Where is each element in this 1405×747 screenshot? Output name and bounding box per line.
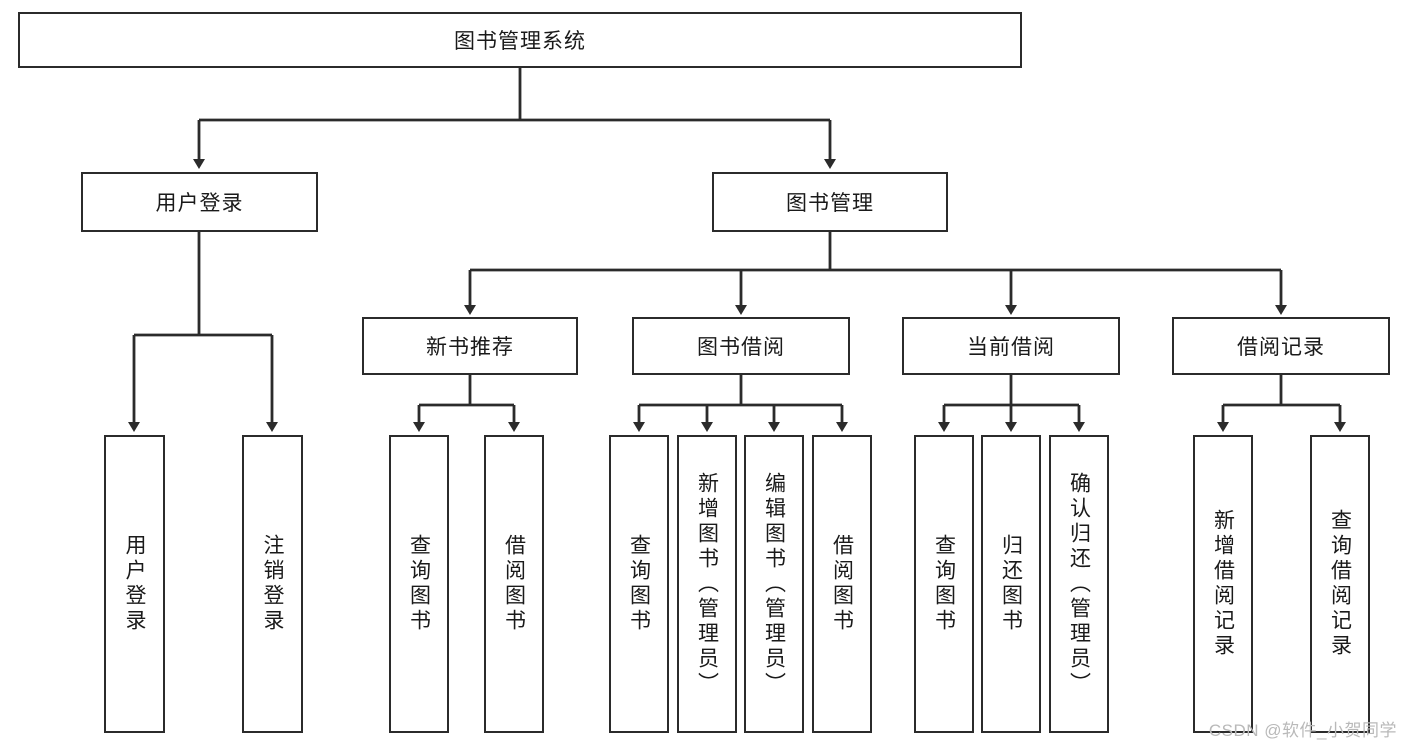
leaf-label: 查询图书 [932, 534, 956, 634]
node-user-login-label: 用户登录 [155, 192, 244, 215]
leaf-user-login-login[interactable]: 用户登录 [104, 435, 165, 733]
leaf-label: 查询借阅记录 [1328, 509, 1352, 659]
leaf-borrow-records-add[interactable]: 新增借阅记录 [1193, 435, 1253, 733]
node-book-borrow[interactable]: 图书借阅 [632, 317, 850, 375]
node-borrow-records-label: 借阅记录 [1237, 336, 1325, 359]
leaf-current-borrow-query[interactable]: 查询图书 [914, 435, 974, 733]
node-root-label: 图书管理系统 [454, 30, 586, 53]
node-book-management[interactable]: 图书管理 [712, 172, 948, 232]
leaf-label: 用户登录 [123, 534, 146, 634]
leaf-label: 借阅图书 [502, 534, 526, 634]
leaf-user-login-logout[interactable]: 注销登录 [242, 435, 303, 733]
leaf-label: 查询图书 [407, 534, 431, 634]
node-user-login[interactable]: 用户登录 [81, 172, 318, 232]
leaf-label: 归还图书 [999, 534, 1023, 634]
leaf-book-borrow-edit[interactable]: 编辑图书（管理员） [744, 435, 804, 733]
leaf-label: 注销登录 [261, 534, 284, 634]
leaf-label: 新增图书（管理员） [695, 471, 719, 697]
node-current-borrow-label: 当前借阅 [967, 336, 1055, 359]
node-book-borrow-label: 图书借阅 [697, 336, 785, 359]
leaf-book-borrow-add[interactable]: 新增图书（管理员） [677, 435, 737, 733]
node-new-book-recommend[interactable]: 新书推荐 [362, 317, 578, 375]
node-root[interactable]: 图书管理系统 [18, 12, 1022, 68]
leaf-label: 查询图书 [627, 534, 651, 634]
leaf-new-book-query[interactable]: 查询图书 [389, 435, 449, 733]
leaf-borrow-records-query[interactable]: 查询借阅记录 [1310, 435, 1370, 733]
leaf-label: 确认归还（管理员） [1067, 471, 1091, 697]
leaf-book-borrow-query[interactable]: 查询图书 [609, 435, 669, 733]
node-book-management-label: 图书管理 [786, 192, 874, 215]
leaf-label: 借阅图书 [830, 534, 854, 634]
leaf-current-borrow-return[interactable]: 归还图书 [981, 435, 1041, 733]
leaf-book-borrow-borrow[interactable]: 借阅图书 [812, 435, 872, 733]
node-borrow-records[interactable]: 借阅记录 [1172, 317, 1390, 375]
leaf-label: 新增借阅记录 [1211, 509, 1235, 659]
leaf-new-book-borrow[interactable]: 借阅图书 [484, 435, 544, 733]
leaf-label: 编辑图书（管理员） [762, 471, 786, 697]
node-current-borrow[interactable]: 当前借阅 [902, 317, 1120, 375]
node-new-book-recommend-label: 新书推荐 [426, 336, 514, 359]
leaf-current-borrow-confirm-return[interactable]: 确认归还（管理员） [1049, 435, 1109, 733]
